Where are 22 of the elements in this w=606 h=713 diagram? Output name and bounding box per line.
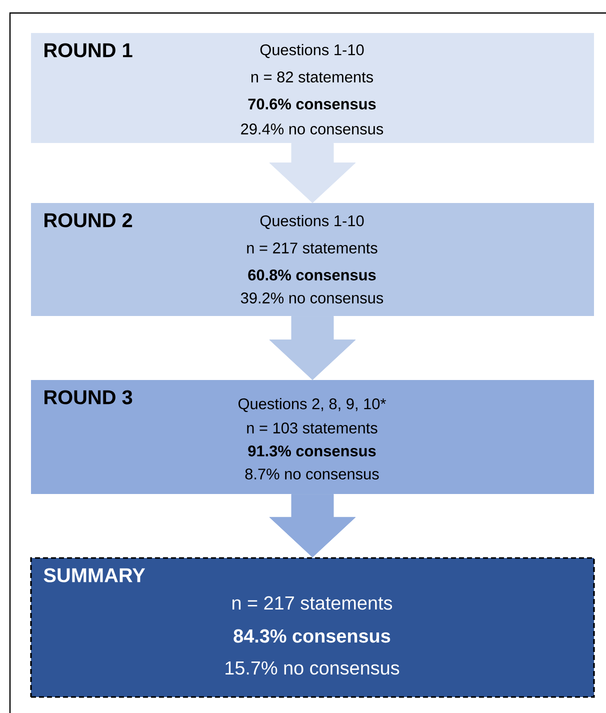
statistic-line: 39.2% no consensus [240,292,384,304]
box-heading: ROUND 1 [44,43,132,58]
statistic-line: n = 103 statements [247,422,378,434]
statistic-line: 15.7% no consensus [226,661,400,675]
block-arrow [269,142,356,204]
statistic-line: Questions 1-10 [260,44,364,58]
statistic-line: n = 217 statements [247,242,378,254]
statistic-line: Questions 1-10 [260,214,364,230]
statistic-line: Questions 2, 8, 9, 10* [238,398,386,412]
statistic-line: 60.8% consensus [248,270,376,280]
block-arrow [269,494,356,558]
statistic-line: n = 217 statements [232,596,392,610]
statistic-line: 8.7% no consensus [245,468,379,480]
statistic-line: 84.3% consensus [234,629,390,643]
statistic-line: 91.3% consensus [248,446,376,456]
box-heading: ROUND 2 [44,213,132,228]
block-arrow [269,316,356,380]
statistic-line: 70.6% consensus [248,98,376,110]
box-heading: SUMMARY [44,568,146,582]
statistic-line: n = 82 statements [251,72,373,82]
statistic-line: 29.4% no consensus [241,124,384,134]
box-heading: ROUND 3 [44,390,132,404]
